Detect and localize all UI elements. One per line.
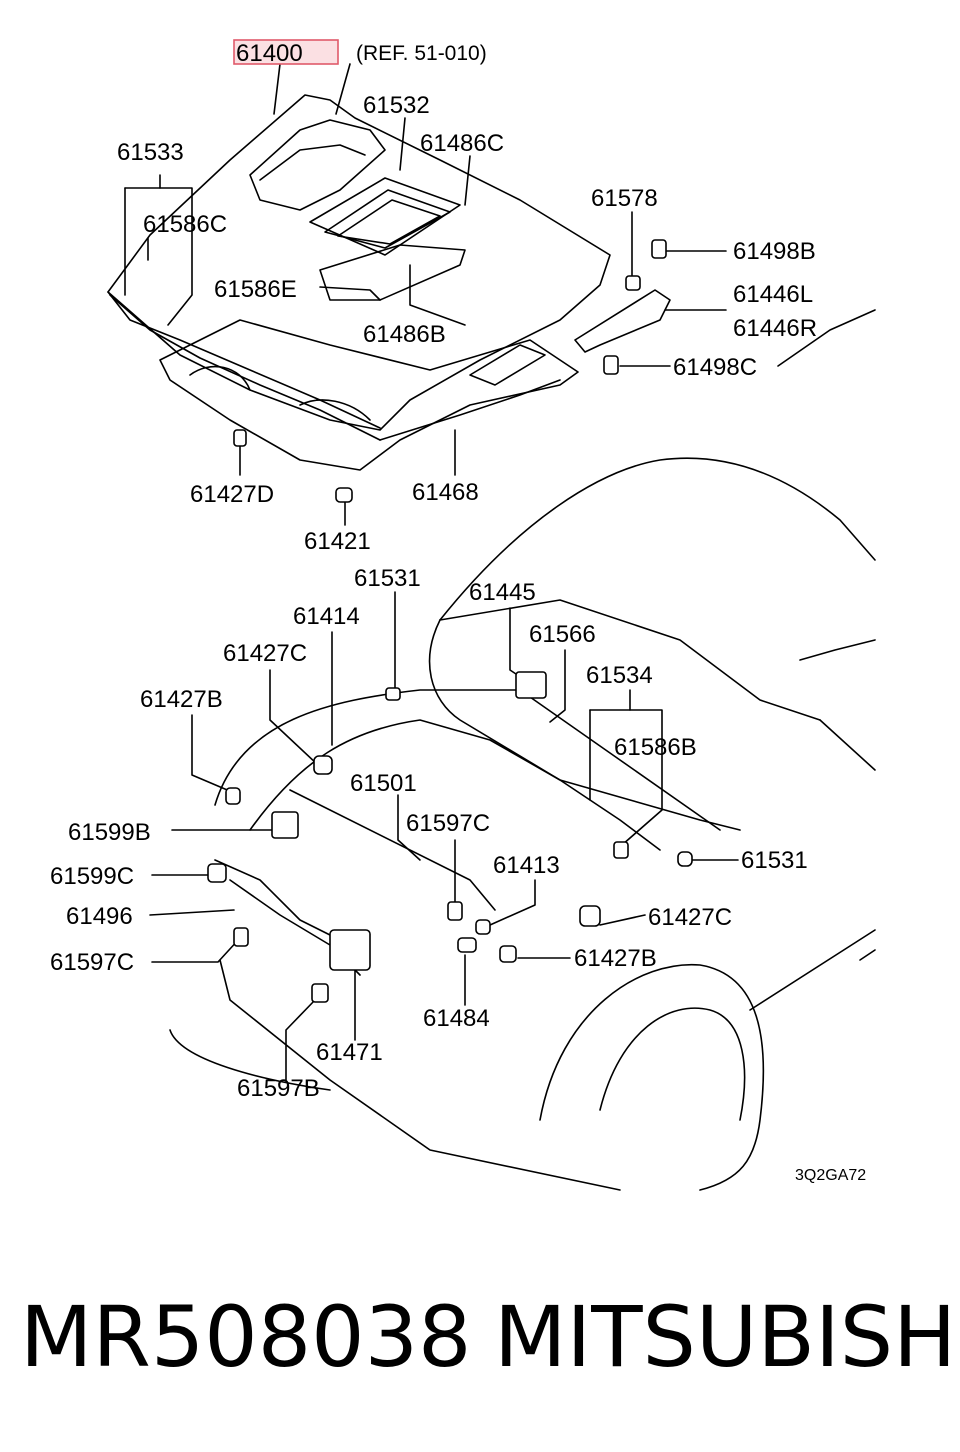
label-61599c: 61599C: [50, 863, 134, 890]
brand-name: MITSUBISHI: [494, 1288, 960, 1386]
label-61534: 61534: [586, 662, 653, 689]
label-61445: 61445: [469, 579, 536, 606]
label-61413: 61413: [493, 852, 560, 879]
label-61486c: 61486C: [420, 130, 504, 157]
label-61496: 61496: [66, 903, 133, 930]
label-61586c: 61586C: [143, 211, 227, 238]
clip-61531-right: [677, 851, 693, 867]
drawing-lines: [107, 63, 876, 1191]
clip-61531-top: [385, 687, 401, 701]
bracket-61484: [457, 937, 477, 953]
label-61597c-left: 61597C: [50, 949, 134, 976]
bolt-61597b: [311, 983, 329, 1003]
label-61427b-right: 61427B: [574, 945, 657, 972]
vent-panel: [319, 244, 466, 301]
label-61498b: 61498B: [733, 238, 816, 265]
label-61501: 61501: [350, 770, 417, 797]
label-61566: 61566: [529, 621, 596, 648]
vent-frame: [309, 177, 461, 256]
label-61531-right: 61531: [741, 847, 808, 874]
label-61599b: 61599B: [68, 819, 151, 846]
bolt-61597c: [447, 901, 463, 921]
bolt-61498c: [603, 355, 619, 375]
label-61498c: 61498C: [673, 354, 757, 381]
hood-support-rod: [289, 789, 496, 911]
label-61427d: 61427D: [190, 481, 274, 508]
label-highlighted-part: 61400: [236, 40, 303, 67]
label-61471: 61471: [316, 1039, 383, 1066]
label-61414: 61414: [293, 603, 360, 630]
part-caption: MR508038 MITSUBISHI: [0, 1270, 960, 1410]
label-61486b: 61486B: [363, 321, 446, 348]
latch-61445: [515, 671, 547, 699]
label-61446l: 61446L: [733, 281, 813, 308]
part-number: MR508038: [20, 1288, 472, 1386]
label-61578: 61578: [591, 185, 658, 212]
hood-seal: [109, 294, 381, 441]
front-bumper: [219, 959, 621, 1191]
hood-scoop: [249, 119, 386, 211]
car-roofline: [439, 457, 876, 621]
clip-61586b: [613, 841, 629, 859]
label-61586e: 61586E: [214, 276, 297, 303]
engine-bay-edge: [214, 689, 721, 831]
hood-insulator: [159, 319, 579, 471]
hood-lock-61471: [329, 929, 371, 971]
label-61468: 61468: [412, 479, 479, 506]
holder-61413: [475, 919, 491, 935]
bolt-61597c-left: [233, 927, 249, 947]
front-wheel-arch: [539, 963, 765, 1191]
callout-labels: 61400 (REF. 51-010) 61532 61486C 61533 6…: [50, 40, 866, 1184]
label-61586b: 61586B: [614, 734, 697, 761]
bumper-61427b-left: [225, 787, 241, 805]
label-61533: 61533: [117, 139, 184, 166]
label-61427b: 61427B: [140, 686, 223, 713]
label-61597b: 61597B: [237, 1075, 320, 1102]
clip-61421: [335, 487, 353, 503]
drawing-code: 3Q2GA72: [795, 1167, 866, 1184]
label-61421: 61421: [304, 528, 371, 555]
hood-panel: [107, 94, 611, 431]
bumper-61427c-right: [579, 905, 601, 927]
hood-exploded-view: 61400 (REF. 51-010) 61532 61486C 61533 6…: [50, 39, 876, 1191]
hood-hinge: [574, 289, 671, 353]
clip-61599c: [207, 863, 227, 883]
bumper-61427c-left: [313, 755, 333, 775]
label-61427c-right: 61427C: [648, 904, 732, 931]
label-reference: (REF. 51-010): [356, 42, 487, 65]
highlight-box: [233, 39, 339, 65]
label-61427c: 61427C: [223, 640, 307, 667]
label-61597c: 61597C: [406, 810, 490, 837]
hardware-parts: [207, 239, 693, 1003]
label-61446r: 61446R: [733, 315, 817, 342]
clip-61599b: [271, 811, 299, 839]
bumper-61427d: [233, 429, 247, 447]
label-61531-top: 61531: [354, 565, 421, 592]
release-cable: [249, 719, 661, 851]
label-61484: 61484: [423, 1005, 490, 1032]
bolt-61498b: [651, 239, 667, 259]
bumper-61427b-right: [499, 945, 517, 963]
label-61532: 61532: [363, 92, 430, 119]
nut-61578: [625, 275, 641, 291]
